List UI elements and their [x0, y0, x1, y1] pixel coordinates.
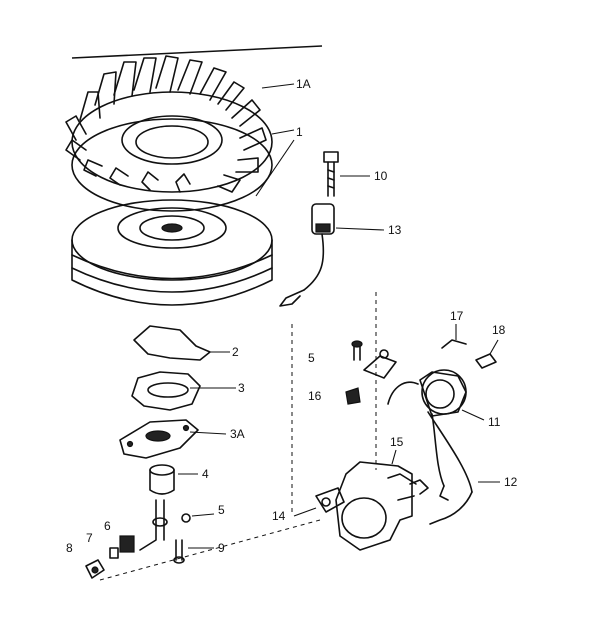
leader-11 [461, 409, 485, 421]
label-14: 14 [272, 509, 286, 523]
label-10: 10 [374, 169, 388, 183]
bracket-part-14 [315, 487, 345, 513]
label-18: 18 [492, 323, 506, 337]
label-16: 16 [308, 389, 322, 403]
label-7: 7 [86, 531, 93, 545]
dashed-guide-lower [99, 519, 321, 581]
label-13: 13 [388, 223, 402, 237]
label-1: 1 [296, 125, 303, 139]
label-9: 9 [218, 541, 225, 555]
label-2: 2 [232, 345, 239, 359]
bracket-part-3 [131, 371, 201, 411]
label-8: 8 [66, 541, 73, 555]
shaft-assembly [139, 499, 191, 564]
label-12: 12 [504, 475, 518, 489]
clip-part-16 [345, 387, 361, 405]
leader-18 [489, 339, 499, 355]
key-part-2 [133, 325, 211, 361]
coil-part-11 [387, 369, 473, 525]
leader-13 [335, 227, 385, 231]
washer-plate [363, 349, 397, 379]
leader-15 [391, 449, 397, 465]
leader-1a [261, 83, 295, 89]
leader-14 [293, 507, 317, 517]
label-6: 6 [104, 519, 111, 533]
label-5-lower: 5 [218, 503, 225, 517]
plate-part-3a [119, 419, 199, 459]
label-3: 3 [238, 381, 245, 395]
tab-part-18 [475, 353, 497, 369]
label-3a: 3A [230, 427, 245, 441]
leader-3a [189, 431, 227, 435]
label-1a: 1A [296, 77, 311, 91]
top-rule [71, 45, 323, 59]
spacer-part-4 [149, 464, 175, 495]
connector-part-13 [279, 203, 335, 307]
fastener-parts-6-7-8 [85, 535, 135, 579]
flywheel-part-1 [71, 199, 273, 306]
label-4: 4 [202, 467, 209, 481]
label-5-upper: 5 [308, 351, 315, 365]
bolt-part-10 [323, 151, 339, 197]
label-15: 15 [390, 435, 404, 449]
flywheel-fan-part-1a [65, 55, 273, 212]
leader-1 [271, 129, 295, 135]
label-17: 17 [450, 309, 464, 323]
spring-part-17 [441, 339, 467, 349]
screw-part-5-upper [351, 340, 363, 361]
housing-part-15 [335, 461, 429, 551]
leader-1-down [255, 139, 295, 197]
leader-5-lower [191, 513, 215, 517]
label-11: 11 [488, 415, 501, 429]
